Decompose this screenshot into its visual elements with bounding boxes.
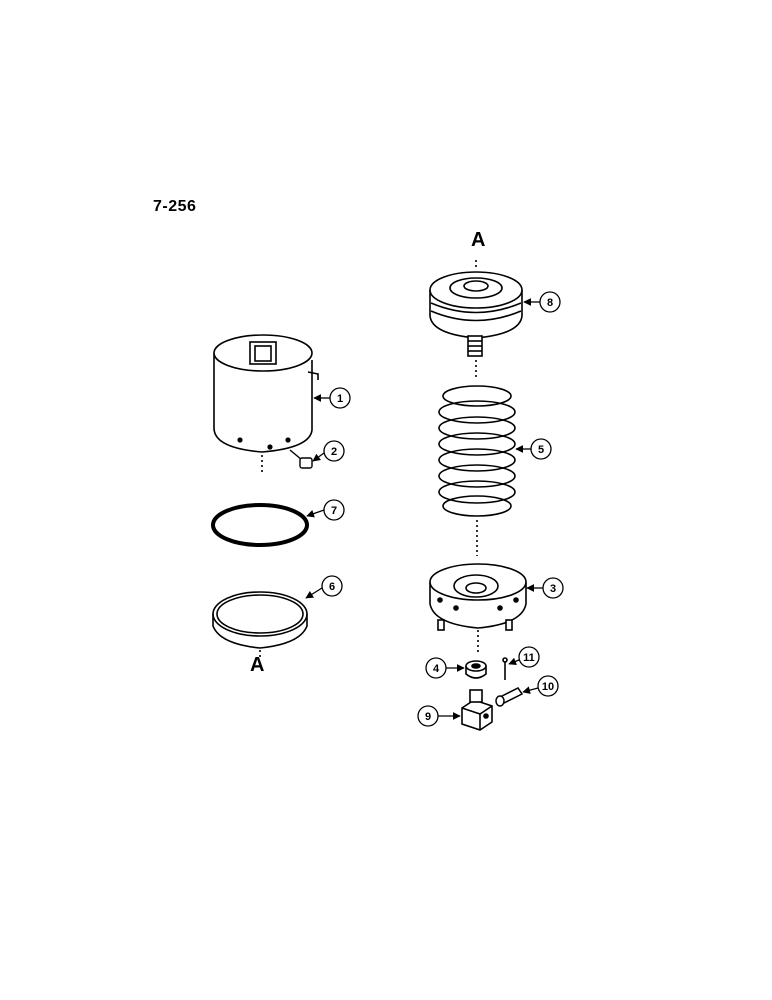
callout-6: 6 [305,575,343,599]
callout-11-label: 11 [523,652,535,664]
o-ring-part [211,503,309,547]
spring-part [438,385,516,556]
callout-5: 5 [515,438,552,460]
callout-2-label: 2 [331,446,337,458]
reference-letter-top: A [471,229,485,251]
screw-part [289,449,313,469]
base-plate-part [429,563,527,652]
callout-10-label: 10 [542,681,554,693]
reference-letter-bottom: A [250,654,264,676]
callout-8: 8 [523,291,561,313]
callout-9-label: 9 [425,711,431,723]
nut-part [465,660,487,679]
callout-9: 9 [417,705,461,727]
cotter-pin-part [502,657,508,680]
callout-2: 2 [312,440,345,462]
backup-ring-part [212,591,308,658]
callout-7-label: 7 [331,505,337,517]
callout-4-label: 4 [433,663,440,675]
clevis-pin-part [495,687,524,707]
callout-3-label: 3 [550,583,556,595]
clevis-part [461,689,493,731]
callout-8-label: 8 [547,297,553,309]
piston-part [429,260,523,380]
callout-6-label: 6 [329,581,335,593]
callout-5-label: 5 [538,444,544,456]
housing-part [213,334,319,472]
callout-1: 1 [313,387,351,409]
callout-1-label: 1 [337,393,343,405]
callout-11: 11 [508,646,540,668]
figure-number: 7-256 [153,198,197,215]
callout-7: 7 [306,499,345,521]
callout-3: 3 [526,577,564,599]
callout-4: 4 [425,657,465,679]
callout-10: 10 [522,675,559,697]
